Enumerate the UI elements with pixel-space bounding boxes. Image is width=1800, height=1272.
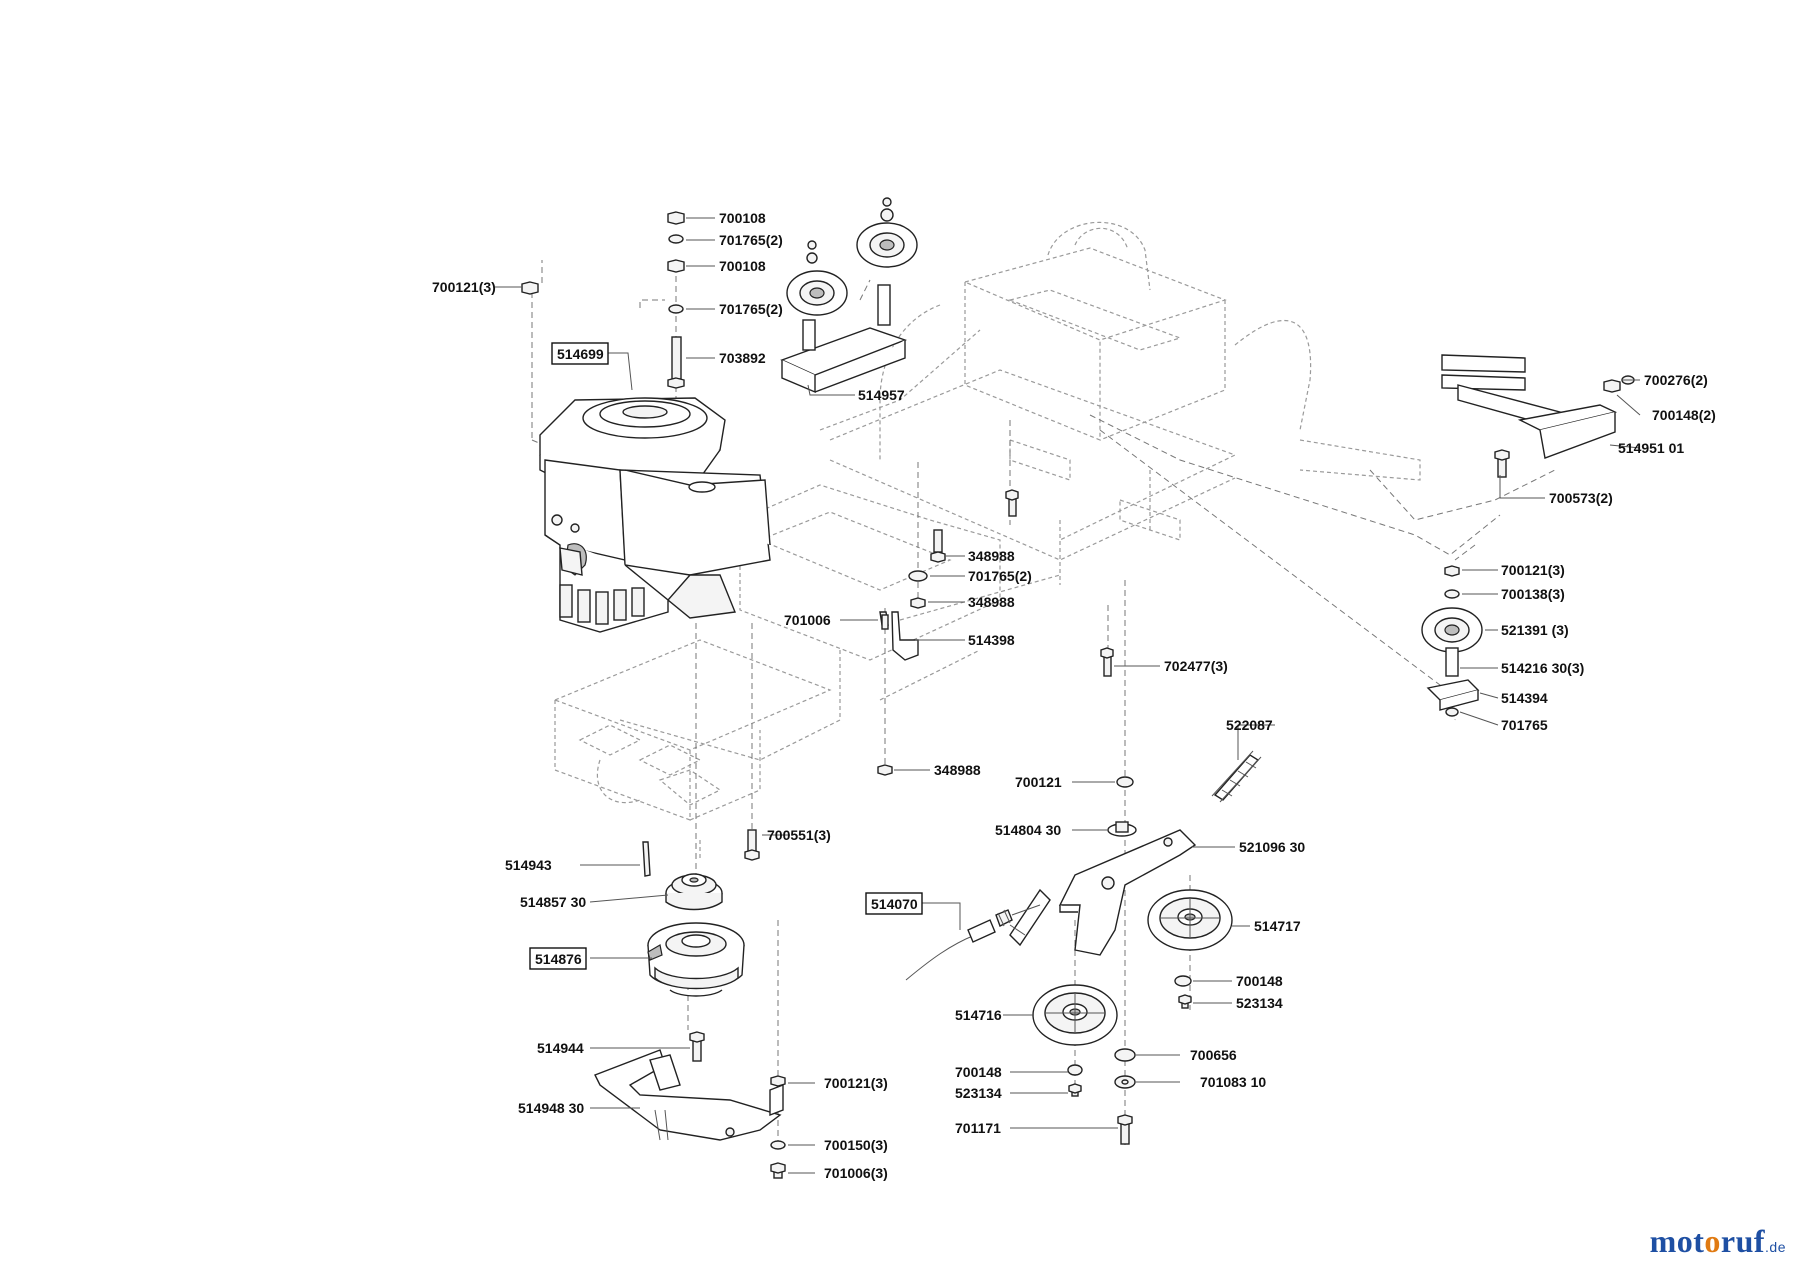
label-514857-30[interactable]: 514857 30 [520,894,586,910]
pulley-514716[interactable] [1032,984,1118,1097]
label-514951-01[interactable]: 514951 01 [1618,440,1684,456]
label-700656[interactable]: 700656 [1190,1047,1237,1063]
label-700121-3-c[interactable]: 700121(3) [824,1075,888,1091]
label-523134-a[interactable]: 523134 [1236,995,1283,1011]
label-514699[interactable]: 514699 [557,346,604,362]
part-labels: 700108 701765(2) 700108 701765(2) 700121… [432,210,1716,1181]
label-522087[interactable]: 522087 [1226,717,1273,733]
tractor-frame [553,221,1421,860]
label-700148-a[interactable]: 700148 [1236,973,1283,989]
watermark-part-c: ruf [1720,1223,1766,1259]
engine-cooling-fins [559,584,645,625]
label-700150-3[interactable]: 700150(3) [824,1137,888,1153]
pulley-assembly-521391[interactable] [1421,565,1483,717]
label-514398[interactable]: 514398 [968,632,1015,648]
bolt-514944 [689,1031,705,1062]
label-700551-3[interactable]: 700551(3) [767,827,831,843]
box-514876 [529,947,587,970]
label-348988-a[interactable]: 348988 [968,548,1015,564]
watermark-part-b: o [1704,1223,1721,1259]
label-701765-a[interactable]: 701765(2) [719,232,783,248]
label-700108-a[interactable]: 700108 [719,210,766,226]
bolt-700551 [744,829,760,861]
label-701171[interactable]: 701171 [955,1120,1001,1136]
label-701765-d[interactable]: 701765 [1501,717,1548,733]
label-700138-3[interactable]: 700138(3) [1501,586,1565,602]
label-348988-c[interactable]: 348988 [934,762,981,778]
hardware-stack-left [521,211,685,389]
label-703892[interactable]: 703892 [719,350,766,366]
box-514070 [865,892,923,915]
label-514394[interactable]: 514394 [1501,690,1548,706]
leader-lines [495,217,1641,1174]
label-700121-3-b[interactable]: 700121(3) [1501,562,1565,578]
label-514716[interactable]: 514716 [955,1007,1002,1023]
bracket-514951-01[interactable] [1441,354,1635,478]
label-348988-b[interactable]: 348988 [968,594,1015,610]
watermark-logo: motoruf.de [1650,1223,1786,1260]
cable-514070[interactable] [905,904,1041,981]
label-700276-2[interactable]: 700276(2) [1644,372,1708,388]
label-700121[interactable]: 700121 [1015,774,1062,790]
label-521096-30[interactable]: 521096 30 [1239,839,1305,855]
label-701083-10[interactable]: 701083 10 [1200,1074,1266,1090]
hardware-tensioner [1114,1048,1136,1145]
label-701006-3[interactable]: 701006(3) [824,1165,888,1181]
label-702477-3[interactable]: 702477(3) [1164,658,1228,674]
label-523134-b[interactable]: 523134 [955,1085,1002,1101]
label-521391-3[interactable]: 521391 (3) [1501,622,1569,638]
label-514948-30[interactable]: 514948 30 [518,1100,584,1116]
label-700148-b[interactable]: 700148 [955,1064,1002,1080]
label-514957[interactable]: 514957 [858,387,905,403]
label-700573-2[interactable]: 700573(2) [1549,490,1613,506]
watermark-part-a: mot [1649,1223,1705,1259]
spring-522087[interactable] [1211,750,1262,803]
watermark-tld: .de [1765,1239,1786,1255]
label-514944[interactable]: 514944 [537,1040,584,1056]
pin-514943 [642,841,651,877]
box-514699 [551,342,609,365]
pulley-514717[interactable] [1147,889,1233,1009]
idler-bracket-514957[interactable] [780,197,918,394]
label-514216-30-3[interactable]: 514216 30(3) [1501,660,1584,676]
hardware-bracket [770,1075,786,1179]
label-514717[interactable]: 514717 [1254,918,1301,934]
pulley-514857-30[interactable] [665,873,723,911]
clutch-514876[interactable] [647,922,745,997]
label-514876[interactable]: 514876 [535,951,582,967]
label-700121-3[interactable]: 700121(3) [432,279,496,295]
label-514804-30[interactable]: 514804 30 [995,822,1061,838]
label-701006[interactable]: 701006 [784,612,831,628]
engine-514699[interactable] [539,397,771,633]
label-514943[interactable]: 514943 [505,857,552,873]
hardware-middle [877,489,1114,776]
label-514070[interactable]: 514070 [871,896,918,912]
label-700148-2[interactable]: 700148(2) [1652,407,1716,423]
bracket-514948-30[interactable] [594,1049,784,1141]
label-700108-b[interactable]: 700108 [719,258,766,274]
label-701765-c[interactable]: 701765(2) [968,568,1032,584]
label-701765-b[interactable]: 701765(2) [719,301,783,317]
